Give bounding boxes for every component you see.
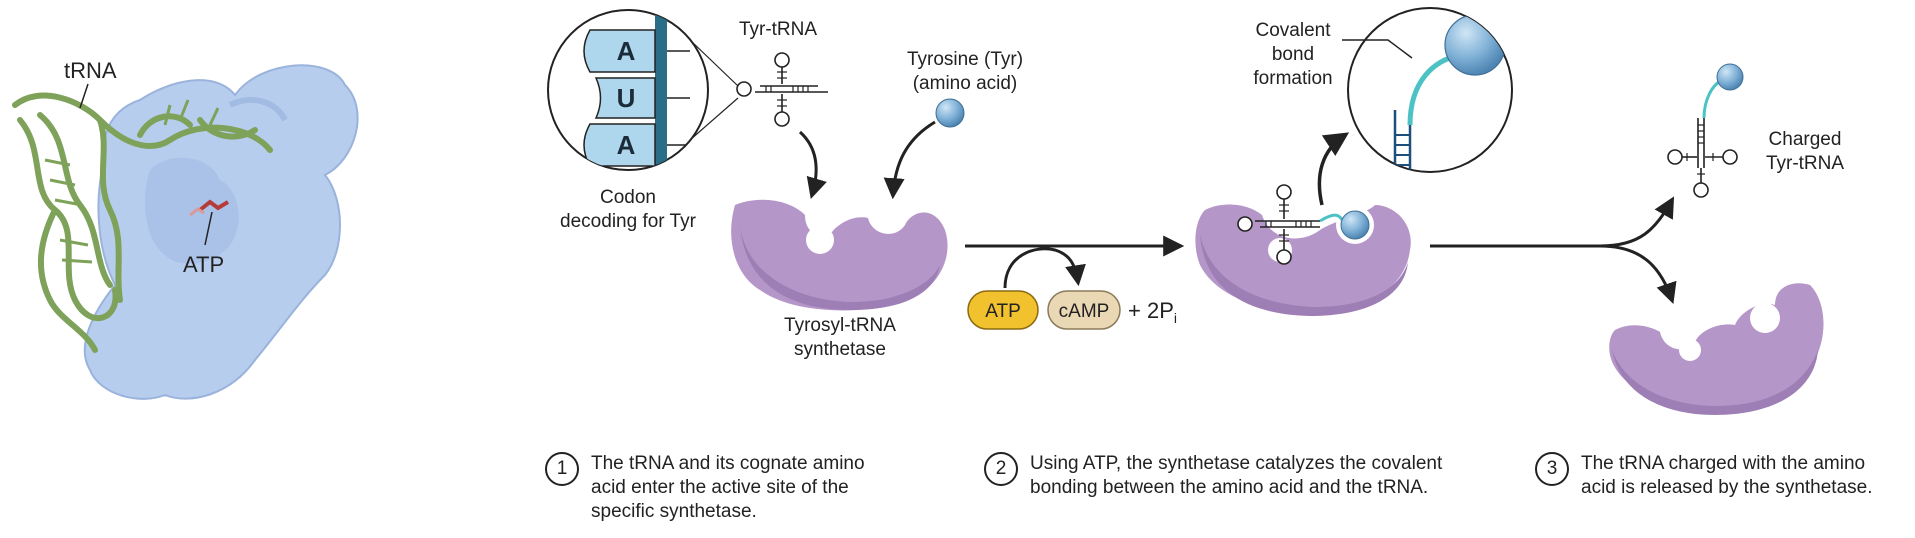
covalent-label-line3: formation bbox=[1253, 68, 1332, 89]
phosphate-label: + 2Pi bbox=[1128, 298, 1177, 326]
step-1-number: 1 bbox=[545, 452, 579, 486]
atp-structure-label: ATP bbox=[183, 252, 224, 277]
tyrosine-label-line1: Tyrosine (Tyr) bbox=[907, 49, 1023, 70]
step-3: 3 The tRNA charged with the amino acid i… bbox=[1535, 452, 1873, 500]
atp-pill-label: ATP bbox=[985, 301, 1021, 322]
atp-hydrolysis-arrow bbox=[1003, 247, 1086, 289]
codon-caption-line2: decoding for Tyr bbox=[560, 211, 697, 232]
step-1: 1 The tRNA and its cognate amino acid en… bbox=[545, 452, 865, 524]
synthetase-step1 bbox=[731, 199, 948, 311]
zoom-arrow bbox=[1317, 132, 1350, 206]
trna-icon bbox=[736, 52, 828, 127]
charged-trna bbox=[1667, 78, 1738, 198]
synthetase-label-line2: synthetase bbox=[794, 339, 886, 360]
covalent-zoom bbox=[1342, 7, 1513, 173]
codon-base-box bbox=[594, 77, 656, 119]
step-3-number: 3 bbox=[1535, 452, 1569, 486]
codon-base-2: U bbox=[617, 83, 636, 113]
codon-base-1: A bbox=[617, 36, 636, 66]
synthetase-label-line1: Tyrosyl-tRNA bbox=[784, 315, 896, 336]
codon-zoom: A U A bbox=[547, 9, 739, 171]
charged-label-line2: Tyr-tRNA bbox=[1766, 153, 1844, 174]
tyr-trna-label: Tyr-tRNA bbox=[739, 19, 817, 40]
trna-ribbon bbox=[12, 92, 273, 353]
codon-caption-line1: Codon bbox=[600, 187, 656, 208]
camp-pill-label: cAMP bbox=[1059, 301, 1110, 322]
trna-bound bbox=[1237, 184, 1344, 265]
step-2: 2 Using ATP, the synthetase catalyzes th… bbox=[984, 452, 1442, 500]
codon-base-box bbox=[583, 123, 656, 167]
protein-structure bbox=[83, 64, 359, 400]
tyrosine-label-line2: (amino acid) bbox=[913, 73, 1018, 94]
amino-acid-free bbox=[935, 98, 965, 128]
codon-base-3: A bbox=[617, 130, 636, 160]
phosphate-text: + 2P bbox=[1128, 298, 1174, 323]
covalent-label-line1: Covalent bbox=[1256, 20, 1332, 41]
arrow-trna-in bbox=[798, 130, 827, 200]
release-arrows bbox=[1430, 196, 1677, 304]
covalent-label-line2: bond bbox=[1272, 44, 1314, 65]
charged-amino-acid bbox=[1716, 63, 1744, 91]
charged-label-line1: Charged bbox=[1769, 129, 1842, 150]
step-2-text: Using ATP, the synthetase catalyzes the … bbox=[1030, 453, 1443, 498]
step-2-number: 2 bbox=[984, 452, 1018, 486]
codon-base-box bbox=[583, 29, 656, 73]
atp-pill: ATP bbox=[967, 290, 1039, 330]
trna-base-sticks bbox=[44, 99, 220, 264]
arrow-aa-in bbox=[883, 120, 936, 200]
synthetase-step3 bbox=[1609, 283, 1824, 415]
camp-pill: cAMP bbox=[1047, 290, 1121, 330]
step-1-text: The tRNA and its cognate amino acid ente… bbox=[591, 453, 865, 522]
phosphate-subscript: i bbox=[1174, 310, 1177, 326]
atp-molecule bbox=[189, 199, 230, 246]
trna-label: tRNA bbox=[64, 58, 117, 83]
amino-acid-bound bbox=[1340, 210, 1370, 240]
step-3-text: The tRNA charged with the amino acid is … bbox=[1581, 453, 1873, 498]
